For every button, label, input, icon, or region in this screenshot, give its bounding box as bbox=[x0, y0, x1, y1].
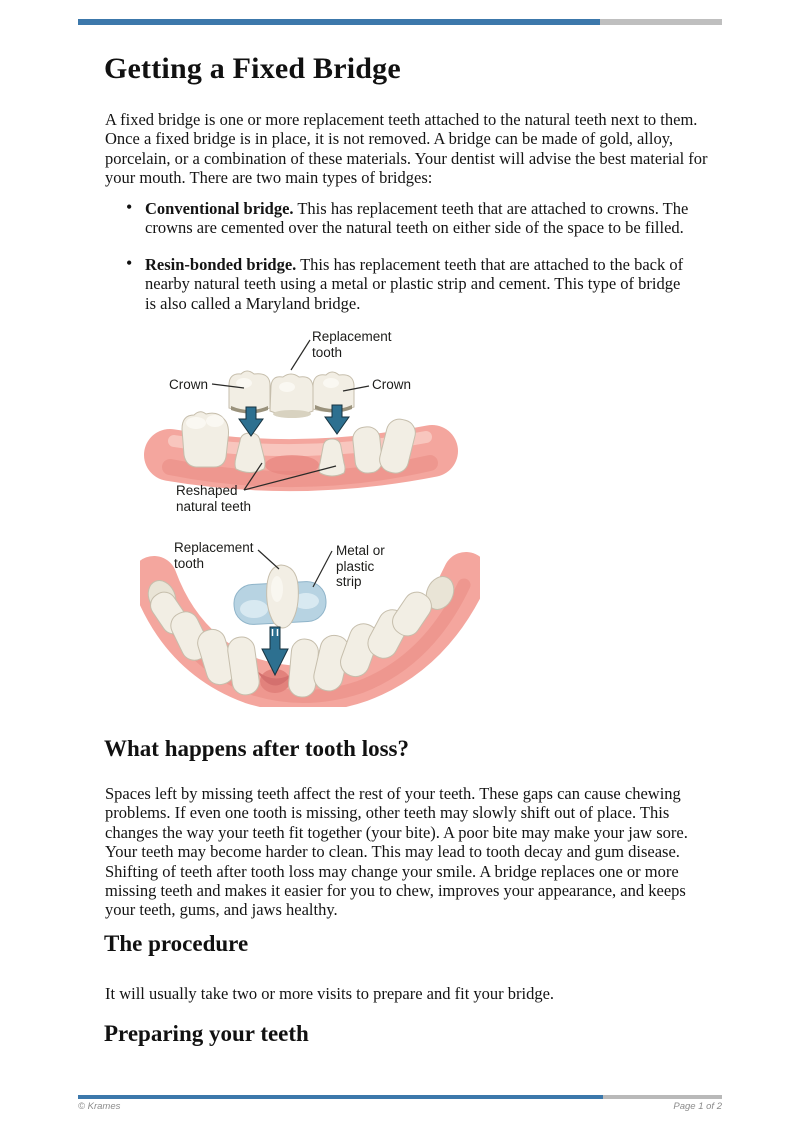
label-leader-lines bbox=[257, 549, 333, 588]
arch-teeth bbox=[147, 576, 455, 698]
resin-bridge-illustration bbox=[140, 549, 480, 707]
copyright-text: © Krames bbox=[78, 1101, 121, 1112]
section-heading-tooth-loss: What happens after tooth loss? bbox=[104, 736, 409, 761]
crown-right-label: Crown bbox=[372, 377, 412, 392]
metal-strip-label: Metal or plastic strip bbox=[336, 543, 385, 589]
crown-left-label: Crown bbox=[169, 377, 209, 392]
footer-bar-gray-segment bbox=[603, 1095, 722, 1099]
section-heading-procedure: The procedure bbox=[104, 931, 249, 956]
section-heading-preparing: Preparing your teeth bbox=[104, 1021, 309, 1046]
paragraph-procedure: It will usually take two or more visits … bbox=[105, 984, 555, 1003]
page-title: Getting a Fixed Bridge bbox=[104, 52, 401, 85]
bullet-term: Conventional bridge. bbox=[145, 199, 294, 218]
top-bar-blue-segment bbox=[78, 19, 600, 25]
top-bar-gray-segment bbox=[600, 19, 722, 25]
reshaped-teeth-label: Reshaped natural teeth bbox=[176, 483, 252, 514]
paragraph-tooth-loss: Spaces left by missing teeth affect the … bbox=[105, 784, 688, 920]
bullet-description: This has replacement teeth that are atta… bbox=[145, 199, 689, 238]
footer-bar-blue-segment bbox=[78, 1095, 603, 1099]
figure-conventional-bridge: Replacement tooth Crown Crown Reshaped n… bbox=[140, 327, 480, 529]
down-arrow-icon bbox=[238, 404, 350, 437]
footer: © Krames Page 1 of 2 bbox=[78, 1101, 722, 1112]
bridge-types-list: Conventional bridge. This has replacemen… bbox=[105, 198, 695, 330]
bullet-term: Resin-bonded bridge. bbox=[145, 254, 297, 274]
page-number: Page 1 of 2 bbox=[673, 1101, 722, 1112]
bullet-description: This has replacement teeth that are atta… bbox=[145, 254, 684, 313]
label-leader-lines bbox=[211, 339, 370, 491]
footer-accent-bar bbox=[78, 1095, 722, 1099]
figure-resin-bonded-bridge: Replacement tooth Metal or plastic strip bbox=[140, 535, 480, 707]
resin-replacement-tooth-label: Replacement tooth bbox=[174, 540, 254, 571]
replacement-tooth-shape bbox=[266, 564, 299, 629]
bridge-crowns bbox=[228, 370, 355, 418]
top-accent-bar bbox=[78, 19, 722, 25]
bullet-item-resin-bonded: Resin-bonded bridge. This has replacemen… bbox=[105, 254, 695, 313]
down-arrow-icon bbox=[261, 626, 289, 677]
intro-paragraph: A fixed bridge is one or more replacemen… bbox=[105, 110, 708, 188]
bullet-item-conventional: Conventional bridge. This has replacemen… bbox=[105, 198, 695, 238]
replacement-tooth-label: Replacement tooth bbox=[312, 329, 392, 360]
conventional-bridge-illustration bbox=[144, 339, 458, 492]
natural-teeth bbox=[181, 411, 416, 477]
